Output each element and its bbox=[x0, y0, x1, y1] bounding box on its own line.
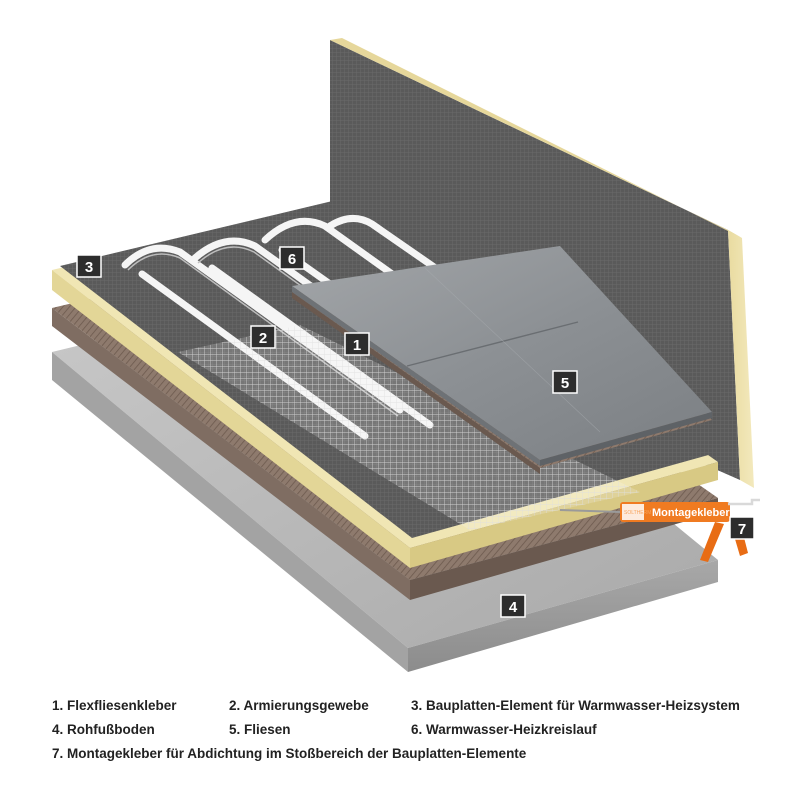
svg-text:2: 2 bbox=[259, 330, 267, 347]
caulk-gun-brand: SOLTHERM bbox=[624, 510, 651, 516]
legend-item-5: 5. Fliesen bbox=[229, 722, 291, 737]
legend-item-6: 6. Warmwasser-Heizkreislauf bbox=[411, 722, 597, 737]
svg-text:1: 1 bbox=[353, 337, 361, 354]
callout-7: 7 bbox=[729, 516, 755, 540]
svg-text:6: 6 bbox=[288, 251, 296, 268]
pipe-shadows bbox=[127, 246, 469, 417]
caulk-gun-label: Montagekleber bbox=[652, 507, 730, 519]
svg-text:7: 7 bbox=[738, 521, 746, 538]
legend-row-3: 7. Montagekleber für Abdichtung im Stoßb… bbox=[52, 746, 792, 770]
reinforcement-mesh bbox=[178, 325, 640, 530]
legend-row-2: 4. Rohfußboden 5. Fliesen 6. Warmwasser-… bbox=[52, 722, 792, 746]
legend-item-2: 2. Armierungsgewebe bbox=[229, 698, 369, 713]
callout-5: 5 bbox=[552, 370, 578, 394]
callout-3: 3 bbox=[76, 254, 102, 278]
callout-2: 2 bbox=[250, 325, 276, 349]
legend-item-4: 4. Rohfußboden bbox=[52, 722, 155, 737]
legend-row-1: 1. Flexfliesenkleber 2. Armierungsgewebe… bbox=[52, 698, 792, 722]
callout-4: 4 bbox=[500, 594, 526, 618]
callout-6: 6 bbox=[279, 246, 305, 270]
floor-heating-diagram: SOLTHERM Montagekleber 1 2 3 4 5 6 7 bbox=[52, 38, 760, 672]
svg-text:4: 4 bbox=[509, 599, 518, 616]
callout-1: 1 bbox=[344, 332, 370, 356]
legend-item-7: 7. Montagekleber für Abdichtung im Stoßb… bbox=[52, 746, 527, 761]
caulk-gun: SOLTHERM Montagekleber bbox=[559, 498, 760, 562]
legend-item-3: 3. Bauplatten-Element für Warmwasser-Hei… bbox=[411, 698, 740, 713]
legend-item-1: 1. Flexfliesenkleber bbox=[52, 698, 177, 713]
tile-stack bbox=[292, 246, 712, 474]
svg-text:3: 3 bbox=[85, 259, 93, 276]
svg-text:5: 5 bbox=[561, 375, 569, 392]
legend: 1. Flexfliesenkleber 2. Armierungsgewebe… bbox=[52, 698, 792, 770]
